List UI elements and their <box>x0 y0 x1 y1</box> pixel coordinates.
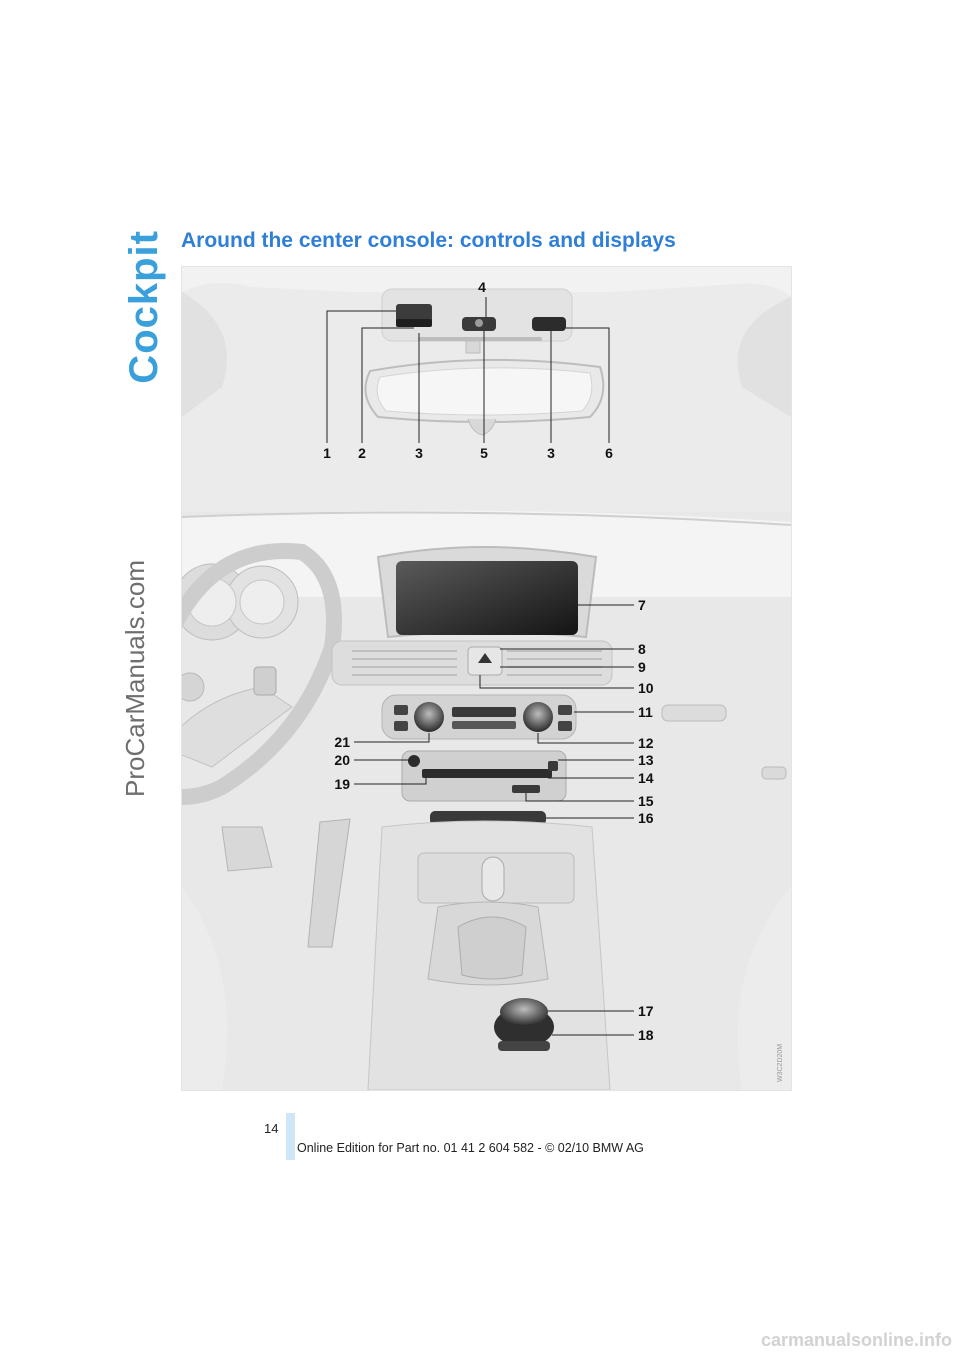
callout-19: 19 <box>334 776 350 792</box>
callout-21: 21 <box>334 734 350 750</box>
callout-7: 7 <box>638 597 646 613</box>
side-watermark: ProCarManuals.com <box>120 560 150 797</box>
callout-9: 9 <box>638 659 646 675</box>
page-number: 14 <box>264 1121 279 1136</box>
callout-3a: 3 <box>415 445 423 461</box>
callout-14: 14 <box>638 770 654 786</box>
callout-6: 6 <box>605 445 613 461</box>
callout-13: 13 <box>638 752 654 768</box>
section-tab: Cockpit <box>122 230 166 384</box>
callout-3b: 3 <box>547 445 555 461</box>
top-callouts: 4 1 2 3 5 3 6 <box>323 279 613 461</box>
callout-18: 18 <box>638 1027 654 1043</box>
callout-4: 4 <box>478 279 486 295</box>
dashboard <box>182 510 791 1090</box>
callout-15: 15 <box>638 793 654 809</box>
callout-12: 12 <box>638 735 654 751</box>
callout-5: 5 <box>480 445 488 461</box>
callout-8: 8 <box>638 641 646 657</box>
callout-17: 17 <box>638 1003 654 1019</box>
page-heading: Around the center console: controls and … <box>181 229 676 252</box>
footer-bar <box>286 1113 295 1160</box>
callout-10: 10 <box>638 680 654 696</box>
cockpit-illustration: 4 1 2 3 5 3 6 7 8 9 10 11 <box>181 266 792 1091</box>
right-callouts: 7 8 9 10 11 12 13 14 15 16 17 18 <box>479 597 654 1043</box>
footer-edition: Online Edition for Part no. 01 41 2 604 … <box>297 1141 644 1155</box>
callout-1: 1 <box>323 445 331 461</box>
callout-20: 20 <box>334 752 350 768</box>
callout-16: 16 <box>638 810 654 826</box>
callout-2: 2 <box>358 445 366 461</box>
figure-code: W3C2D20M <box>777 1044 784 1082</box>
bottom-watermark: carmanualsonline.info <box>760 1330 952 1350</box>
left-callouts: 21 20 19 <box>334 733 430 792</box>
callout-11: 11 <box>638 704 653 720</box>
